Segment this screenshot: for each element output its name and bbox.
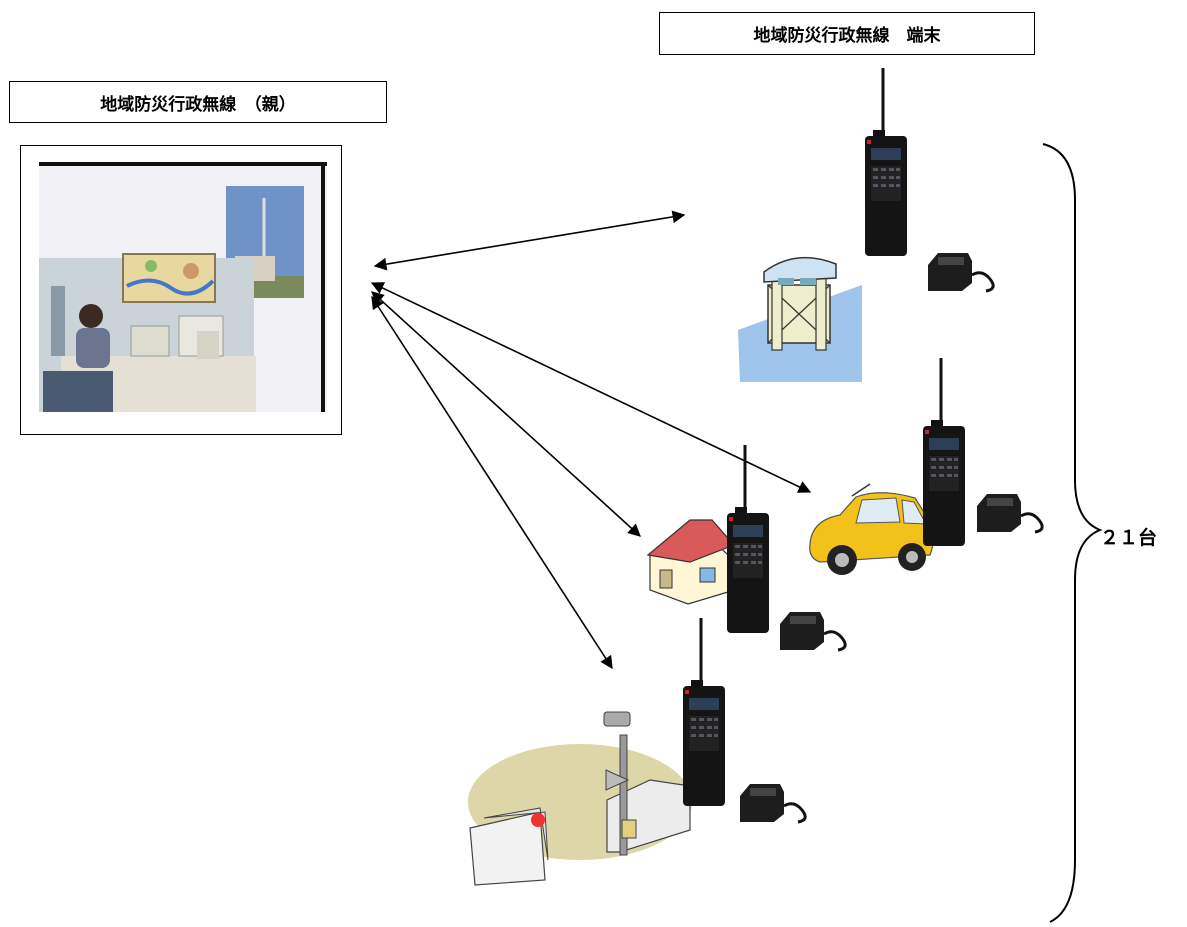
car-icon — [809, 483, 935, 575]
floodgate-icon — [738, 256, 862, 382]
siren-station-icon — [468, 711, 692, 886]
link-arrow-floodgate — [373, 210, 686, 271]
link-arrow-house — [371, 291, 641, 537]
terminal-label: 地域防災行政無線 端末 — [659, 12, 1035, 55]
parent-station-label: 地域防災行政無線 （親） — [9, 81, 387, 123]
terminal-label-text: 地域防災行政無線 端末 — [753, 26, 941, 46]
link-arrow-siren — [371, 295, 613, 670]
control-room-photo-frame — [20, 145, 342, 435]
charger-icon — [975, 492, 1044, 534]
house-icon — [646, 519, 736, 605]
charger-icon — [738, 782, 807, 824]
terminal-count-label: ２１台 — [1100, 527, 1158, 549]
charger-icon — [778, 610, 847, 652]
radio-handset-icon — [865, 68, 907, 256]
control-room-photo — [39, 162, 327, 412]
radio-handset-icon — [923, 358, 965, 546]
parent-station-label-text: 地域防災行政無線 （親） — [100, 94, 296, 115]
radio-handset-icon — [727, 445, 769, 633]
radio-handset-icon — [683, 618, 725, 806]
charger-icon — [926, 251, 995, 293]
grouping-brace — [1042, 143, 1103, 923]
